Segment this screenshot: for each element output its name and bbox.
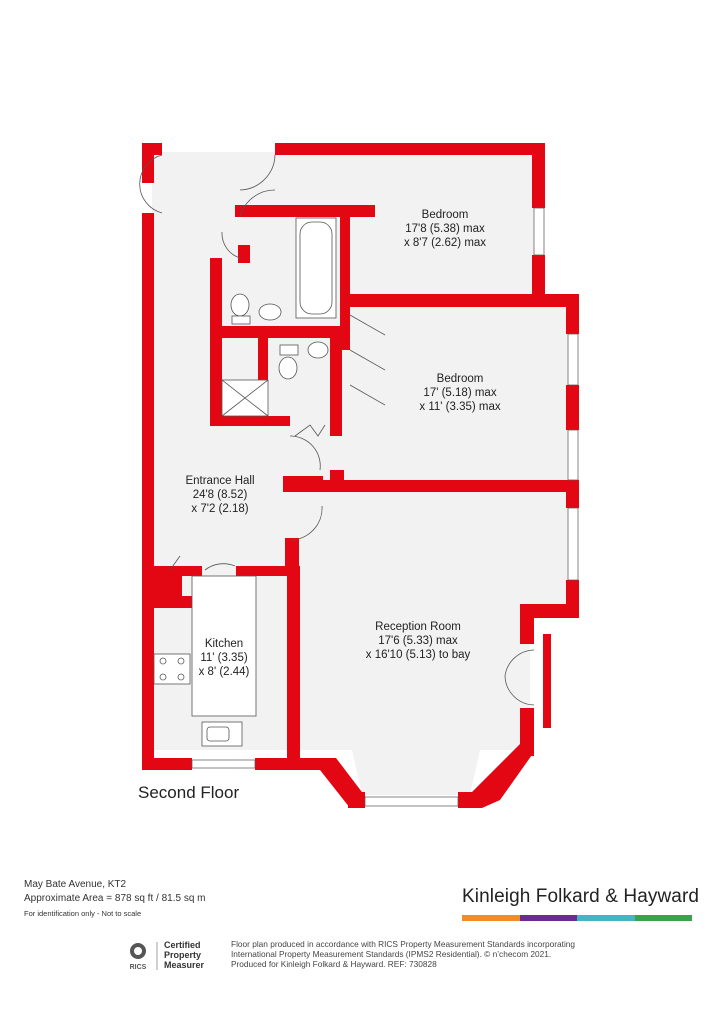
property-note: For identification only - Not to scale	[24, 909, 142, 918]
walls	[142, 143, 579, 808]
kitchen-name: Kitchen	[205, 638, 243, 650]
brand-bar-green	[634, 915, 692, 921]
bedroom2-dim2: x 11' (3.35) max	[419, 401, 500, 413]
entrance-hall-name: Entrance Hall	[185, 475, 254, 487]
floor-plan: Bedroom 17'8 (5.38) max x 8'7 (2.62) max…	[139, 143, 579, 808]
doors	[139, 154, 535, 706]
brand-bar-orange	[462, 915, 520, 921]
bedroom1-name: Bedroom	[422, 209, 469, 221]
disclaimer-line3: Produced for Kinleigh Folkard & Hayward.…	[231, 959, 437, 970]
rics-line3: Measurer	[164, 960, 205, 970]
brand-bar-teal	[577, 915, 635, 921]
brand-color-bar	[462, 915, 692, 921]
rics-line2: Property	[164, 950, 202, 960]
entrance-hall-dim2: x 7'2 (2.18)	[191, 503, 248, 515]
floor-area	[152, 152, 570, 795]
kitchen-dim2: x 8' (2.44)	[199, 666, 250, 678]
bedroom2-name: Bedroom	[437, 373, 484, 385]
reception-dim2: x 16'10 (5.13) to bay	[366, 649, 471, 661]
entrance-hall-dim1: 24'8 (8.52)	[193, 489, 248, 501]
disclaimer-line1: Floor plan produced in accordance with R…	[231, 939, 576, 949]
kitchen-dim1: 11' (3.35)	[200, 652, 248, 664]
disclaimer-line2: International Property Measurement Stand…	[231, 949, 552, 960]
bedroom1-dim2: x 8'7 (2.62) max	[404, 237, 486, 249]
floor-title: Second Floor	[138, 783, 240, 802]
disclaimer: Floor plan produced in accordance with R…	[231, 939, 611, 970]
brand-bar-purple	[519, 915, 577, 921]
reception-dim1: 17'6 (5.33) max	[378, 635, 458, 647]
rics-certified: Certified Property Measurer	[164, 940, 204, 970]
brand-name: Kinleigh Folkard & Hayward	[462, 886, 700, 907]
bedroom2-dim1: 17' (5.18) max	[423, 387, 496, 399]
rics-badge-text: RICS	[130, 964, 147, 971]
fixtures	[153, 217, 337, 747]
reception-name: Reception Room	[375, 621, 461, 633]
bedroom1-dim1: 17'8 (5.38) max	[405, 223, 485, 235]
windows	[191, 207, 579, 807]
rics-line1: Certified	[164, 940, 201, 950]
property-info: May Bate Avenue, KT2 Approximate Area = …	[24, 878, 206, 921]
rics-logo: RICS	[130, 942, 158, 971]
property-area: Approximate Area = 878 sq ft / 81.5 sq m	[24, 893, 206, 904]
property-address: May Bate Avenue, KT2	[24, 879, 127, 890]
room-labels: Bedroom 17'8 (5.38) max x 8'7 (2.62) max…	[185, 209, 500, 678]
